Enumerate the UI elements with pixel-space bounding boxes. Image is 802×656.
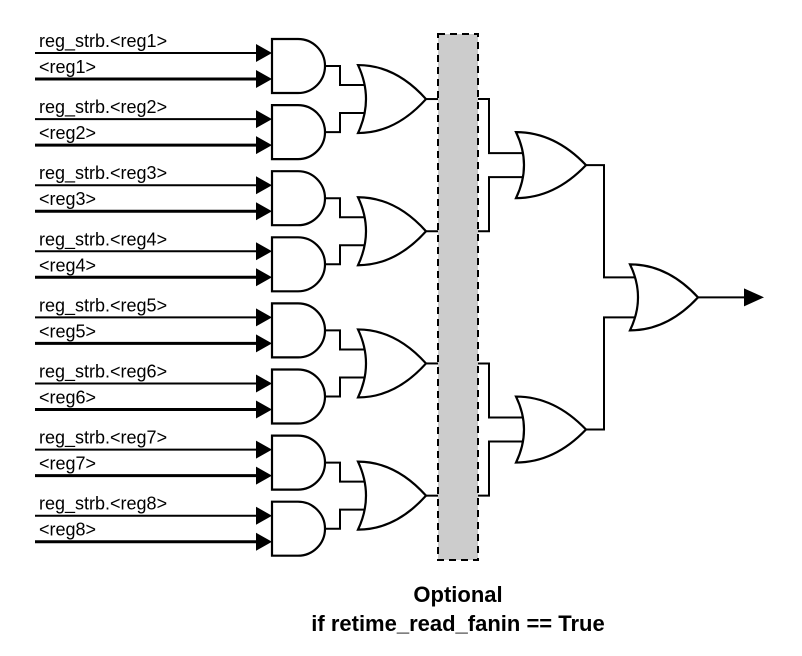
data-arrow-2 — [256, 136, 272, 155]
strobe-arrow-7 — [256, 440, 272, 459]
strobe-label-7: reg_strb.<reg7> — [39, 428, 167, 449]
data-arrow-6 — [256, 400, 272, 419]
and-to-or-wire-6 — [325, 376, 366, 398]
final-output-arrow — [744, 288, 764, 307]
strobe-label-3: reg_strb.<reg3> — [39, 163, 167, 184]
or-gate-stage1-4 — [356, 460, 428, 531]
and-to-or-wire-4 — [325, 244, 366, 266]
data-label-2: <reg2> — [39, 123, 96, 143]
strobe-label-6: reg_strb.<reg6> — [39, 362, 167, 383]
and-gate-6 — [270, 368, 327, 425]
or-gate-stage2-1 — [514, 131, 588, 200]
and-gate-1 — [270, 37, 327, 95]
strobe-arrow-1 — [256, 44, 272, 62]
or-gate-stage1-1 — [356, 63, 428, 135]
or2-input-wire-1 — [478, 98, 524, 155]
data-arrow-1 — [256, 70, 272, 88]
input-and-stage: reg_strb.<reg1> <reg1> reg_strb.<reg2> <reg… — [35, 31, 327, 557]
data-label-6: <reg6> — [39, 388, 96, 408]
caption-optional: Optional — [413, 582, 502, 607]
strobe-arrow-6 — [256, 374, 272, 393]
strobe-label-8: reg_strb.<reg8> — [39, 494, 167, 515]
data-label-5: <reg5> — [39, 321, 96, 341]
or-stage-2 — [478, 98, 588, 497]
data-label-1: <reg1> — [39, 57, 96, 77]
strobe-arrow-3 — [256, 176, 272, 195]
strobe-arrow-2 — [256, 110, 272, 129]
and-gate-3 — [270, 170, 327, 227]
and-gate-5 — [270, 302, 327, 359]
or-stage-1 — [325, 63, 438, 531]
and-to-or-wire-2 — [325, 112, 366, 134]
data-arrow-4 — [256, 268, 272, 287]
data-label-8: <reg8> — [39, 520, 96, 540]
or-gate-stage1-3 — [356, 328, 428, 399]
and-gate-7 — [270, 434, 327, 491]
data-arrow-5 — [256, 334, 272, 353]
and-gate-8 — [270, 500, 327, 557]
data-arrow-3 — [256, 202, 272, 221]
and-to-or-wire-8 — [325, 508, 366, 530]
data-label-4: <reg4> — [39, 255, 96, 275]
or-stage-3 — [586, 164, 764, 431]
and-to-or-wire-3 — [325, 197, 366, 219]
or2-input-wire-2 — [478, 176, 524, 233]
or-gate-stage2-2 — [514, 395, 588, 464]
retime-register-block — [437, 33, 479, 561]
or3-input-wire-2 — [586, 316, 638, 431]
and-gate-2 — [270, 104, 327, 161]
data-arrow-8 — [256, 532, 272, 551]
data-label-7: <reg7> — [39, 454, 96, 474]
or-gate-stage3 — [628, 263, 700, 332]
and-to-or-wire-1 — [325, 65, 366, 87]
strobe-arrow-4 — [256, 242, 272, 261]
and-gate-4 — [270, 236, 327, 293]
strobe-arrow-8 — [256, 506, 272, 525]
data-arrow-7 — [256, 466, 272, 485]
or3-input-wire-1 — [586, 164, 638, 279]
or2-input-wire-3 — [478, 362, 524, 419]
and-to-or-wire-7 — [325, 461, 366, 483]
strobe-arrow-5 — [256, 308, 272, 327]
caption-condition: if retime_read_fanin == True — [311, 611, 604, 636]
or2-input-wire-4 — [478, 440, 524, 497]
and-to-or-wire-5 — [325, 329, 366, 351]
strobe-label-4: reg_strb.<reg4> — [39, 229, 167, 250]
strobe-label-5: reg_strb.<reg5> — [39, 295, 167, 316]
or-gate-stage1-2 — [356, 196, 428, 267]
strobe-label-2: reg_strb.<reg2> — [39, 97, 167, 118]
strobe-label-1: reg_strb.<reg1> — [39, 31, 167, 52]
data-label-3: <reg3> — [39, 189, 96, 209]
